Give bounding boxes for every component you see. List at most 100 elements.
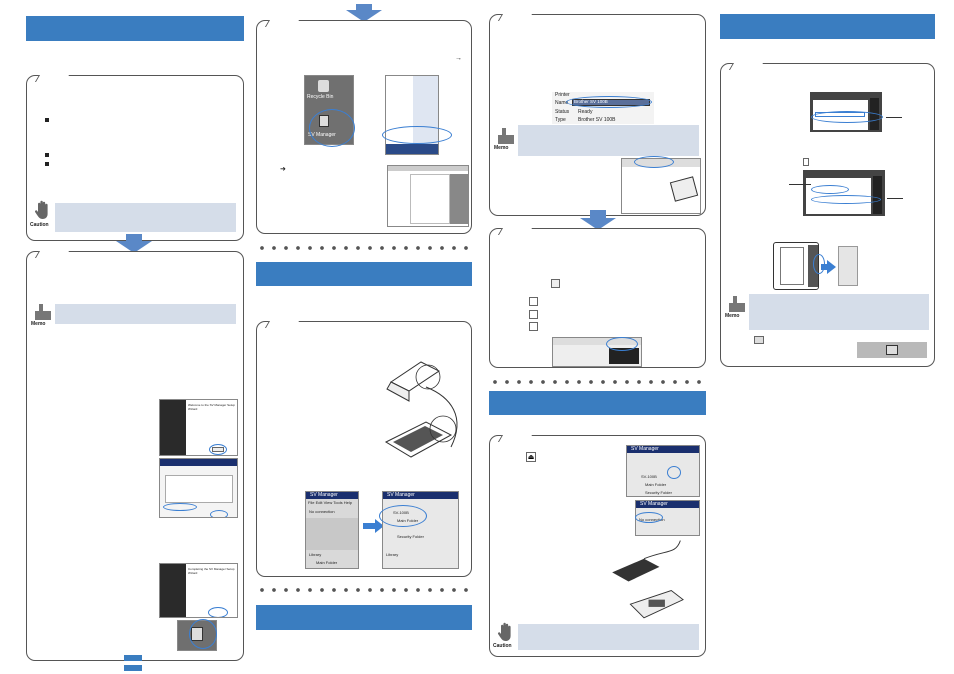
main-folder-label: Main Folder <box>645 482 667 487</box>
caution-note <box>55 203 236 232</box>
arrow-glyph: → <box>455 55 462 62</box>
menu-help[interactable]: Help <box>343 500 352 505</box>
selection-highlight <box>811 111 883 123</box>
app-window-screenshot <box>387 165 469 227</box>
menu-view[interactable]: View <box>323 500 333 505</box>
main-folder-label: Main Folder <box>316 560 338 565</box>
step-panel-1: Caution <box>26 75 244 241</box>
memo-label: Memo <box>494 145 509 151</box>
caution-hand-icon <box>497 622 511 641</box>
callout-line <box>789 184 811 185</box>
security-folder-label: Security Folder <box>645 490 672 495</box>
down-arrow-stem <box>590 210 606 218</box>
device-label: SV-100B <box>641 474 657 479</box>
accept-radio-highlight <box>163 503 197 511</box>
app-title: SV Manager <box>310 492 338 498</box>
section-header-bar <box>26 16 244 41</box>
bullet <box>45 162 49 166</box>
memo-note <box>518 125 699 156</box>
no-connection-label: No connection <box>309 509 335 514</box>
side-button-highlight <box>813 254 825 274</box>
device-tree-highlight <box>379 505 427 527</box>
app-title: SV Manager <box>631 446 659 452</box>
bullet <box>45 153 49 157</box>
caution-label: Caution <box>493 643 512 649</box>
right-arrow <box>363 523 377 529</box>
down-arrow <box>580 218 616 230</box>
menu-item-highlight <box>382 126 452 144</box>
menu-edit[interactable]: Edit <box>315 500 323 505</box>
menu-item-highlight-2 <box>811 195 881 204</box>
no-connection-highlight <box>635 512 663 523</box>
panel-notch <box>497 435 533 442</box>
next-button-highlight <box>210 510 228 517</box>
caution-note <box>518 624 699 650</box>
menu-button-icon[interactable] <box>754 336 764 344</box>
wizard-complete-title: Completing the SV Manager Setup Wizard <box>188 567 235 575</box>
sv-icon-highlight <box>309 109 355 147</box>
down-arrow <box>346 10 382 22</box>
wizard-welcome-screenshot: Welcome to the SV Manager Setup Wizard <box>159 399 238 456</box>
eject-button-highlight <box>667 466 681 479</box>
desktop-icon-highlight <box>189 619 217 649</box>
app-title: SV Manager <box>387 492 415 498</box>
library-label: Library <box>309 552 322 557</box>
panel-notch <box>264 321 300 328</box>
laptop-connection-illustration <box>384 361 458 458</box>
panel-notch <box>497 14 533 21</box>
printer-name-highlight <box>566 96 652 108</box>
next-button-highlight <box>209 444 227 455</box>
arrow-bullet-glyph: ➜ <box>280 166 286 173</box>
connected-screenshot: SV Manager SV-100B Main Folder Security … <box>382 491 459 569</box>
section-header-bar <box>256 605 472 630</box>
type-value: Brother SV 100B <box>578 117 616 123</box>
step-panel-4: SV Manager File Edit View Tools Help No … <box>256 321 472 577</box>
panel-notch <box>728 63 764 70</box>
section-header-bar <box>256 262 472 286</box>
eject-screenshot: SV Manager SV-100B Main Folder Security … <box>626 445 700 497</box>
caution-label: Caution <box>30 222 49 228</box>
menu-key-illustration <box>857 342 927 358</box>
down-arrow <box>116 241 152 253</box>
panel-notch <box>34 251 70 258</box>
memo-note <box>749 294 929 330</box>
menu-file[interactable]: File <box>308 500 315 505</box>
menu-bar: File Edit View Tools Help <box>308 500 352 505</box>
step-panel-3: → Recycle Bin SV Manager ➜ <box>256 20 472 234</box>
fit-view-icon[interactable] <box>529 322 538 331</box>
step-panel-8: Memo <box>720 63 935 367</box>
trash-label: Recycle Bin <box>307 94 334 100</box>
step-panel-2: Memo Welcome to the SV Manager Setup Wiz… <box>26 251 244 661</box>
page-view-icon[interactable] <box>529 310 538 319</box>
caution-hand-icon <box>34 200 48 219</box>
button-closeup-illustration <box>838 246 858 286</box>
panel-notch <box>264 20 300 27</box>
right-arrow-head <box>827 260 836 274</box>
unplug-illustration <box>612 540 684 619</box>
eject-icon[interactable]: ⏏ <box>526 452 536 462</box>
down-arrow-stem <box>126 234 142 241</box>
callout-line <box>886 117 902 118</box>
license-screenshot <box>159 458 238 518</box>
document-icon <box>803 158 809 166</box>
security-folder-label: Security Folder <box>397 534 424 539</box>
memo-icon <box>498 128 514 144</box>
menu-tools[interactable]: Tools <box>333 500 343 505</box>
thumbnail-view-icon[interactable] <box>529 297 538 306</box>
wizard-complete-screenshot: Completing the SV Manager Setup Wizard <box>159 563 238 618</box>
status-label: Status <box>555 109 570 115</box>
panel-notch <box>34 75 70 82</box>
status-value: Ready <box>578 109 593 115</box>
app-title: SV Manager <box>640 501 668 507</box>
memo-label: Memo <box>31 321 46 327</box>
page-tab-1 <box>124 655 142 661</box>
right-arrow-head <box>375 519 384 533</box>
finish-button-highlight <box>208 607 228 617</box>
memo-note <box>55 304 236 324</box>
page-tab-2 <box>124 665 142 671</box>
step-panel-6 <box>489 228 706 368</box>
no-connection-screenshot: SV Manager File Edit View Tools Help No … <box>305 491 359 569</box>
zoom-icon[interactable] <box>551 279 560 288</box>
device-side-illustration <box>773 242 819 290</box>
down-arrow-stem <box>356 4 372 10</box>
